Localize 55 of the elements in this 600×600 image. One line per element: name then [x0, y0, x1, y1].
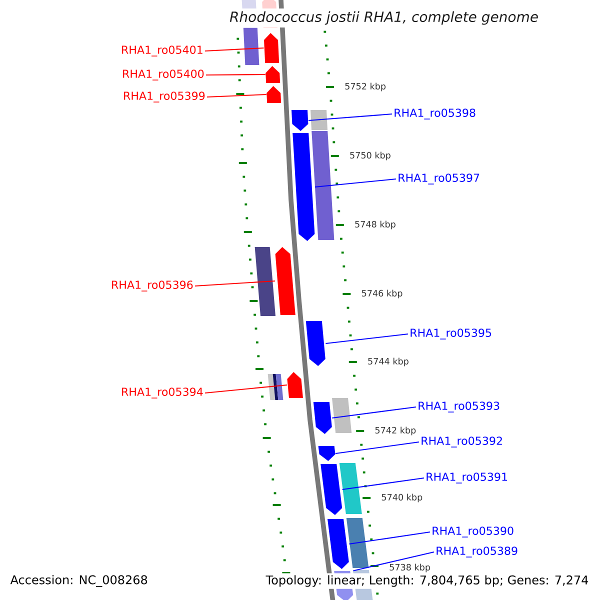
gene-block — [346, 518, 369, 568]
gene-label: RHA1_ro05394 — [122, 388, 203, 398]
leader-line — [314, 178, 396, 188]
gene-label: RHA1_ro05396 — [112, 280, 193, 292]
scale-label: 5740 kbp — [382, 494, 422, 502]
accession-text: Accession: NC_008268 — [8, 573, 150, 589]
gene-block — [254, 247, 276, 316]
gene-label: RHA1_ro05400 — [123, 70, 204, 80]
gene-label: RHA1_ro05389 — [436, 546, 518, 558]
scale-label: 5750 kbp — [350, 152, 390, 160]
gene-label: RHA1_ro05390 — [432, 526, 514, 538]
scale-label: 5742 kbp — [375, 426, 416, 436]
leader-line — [349, 531, 430, 545]
gene-block — [266, 86, 282, 103]
scale-label: 5746 kbp — [362, 290, 402, 298]
gene-label: RHA1_ro05398 — [394, 108, 476, 120]
gene-block — [318, 446, 336, 461]
gene-block — [264, 33, 280, 63]
scale-label: 5738 kbp — [390, 564, 430, 572]
leader-line — [336, 441, 420, 454]
gene-label: RHA1_ro05393 — [418, 402, 500, 412]
gene-label: RHA1_ro05395 — [410, 328, 492, 340]
scale-label: 5744 kbp — [368, 358, 408, 366]
gene-block — [312, 131, 334, 240]
leader-line — [204, 384, 288, 394]
scale-label: 5748 kbp — [355, 220, 396, 230]
genome-info-text: Topology: linear; Length: 7,804,765 bp; Genes: 7,274 — [264, 573, 591, 589]
gene-label: RHA1_ro05392 — [422, 436, 502, 448]
leader-line — [332, 406, 416, 419]
gene-block — [275, 247, 296, 315]
leader-line — [326, 333, 408, 344]
gene-block — [292, 133, 315, 241]
leader-line — [353, 552, 434, 572]
leader-line — [308, 113, 392, 122]
leader-line — [204, 47, 264, 52]
scale-label: 5752 kbp — [345, 82, 386, 92]
leader-line — [206, 94, 266, 98]
gene-block — [306, 321, 326, 366]
gene-block — [320, 464, 342, 515]
gene-block — [266, 66, 280, 83]
leader-line — [342, 477, 424, 490]
gene-block — [287, 372, 303, 398]
gene-label: RHA1_ro05399 — [124, 92, 205, 102]
gene-label: RHA1_ro05401 — [122, 46, 202, 56]
gene-label: RHA1_ro05391 — [426, 472, 508, 484]
gene-block — [292, 110, 308, 131]
gene-label: RHA1_ro05397 — [398, 174, 480, 184]
gene-block — [268, 374, 284, 400]
leader-line — [206, 74, 266, 76]
leader-line — [194, 280, 276, 287]
gene-block — [243, 28, 260, 65]
gene-block — [313, 402, 332, 434]
gene-block — [339, 463, 362, 514]
gene-block — [332, 398, 352, 433]
gene-block — [328, 519, 349, 569]
